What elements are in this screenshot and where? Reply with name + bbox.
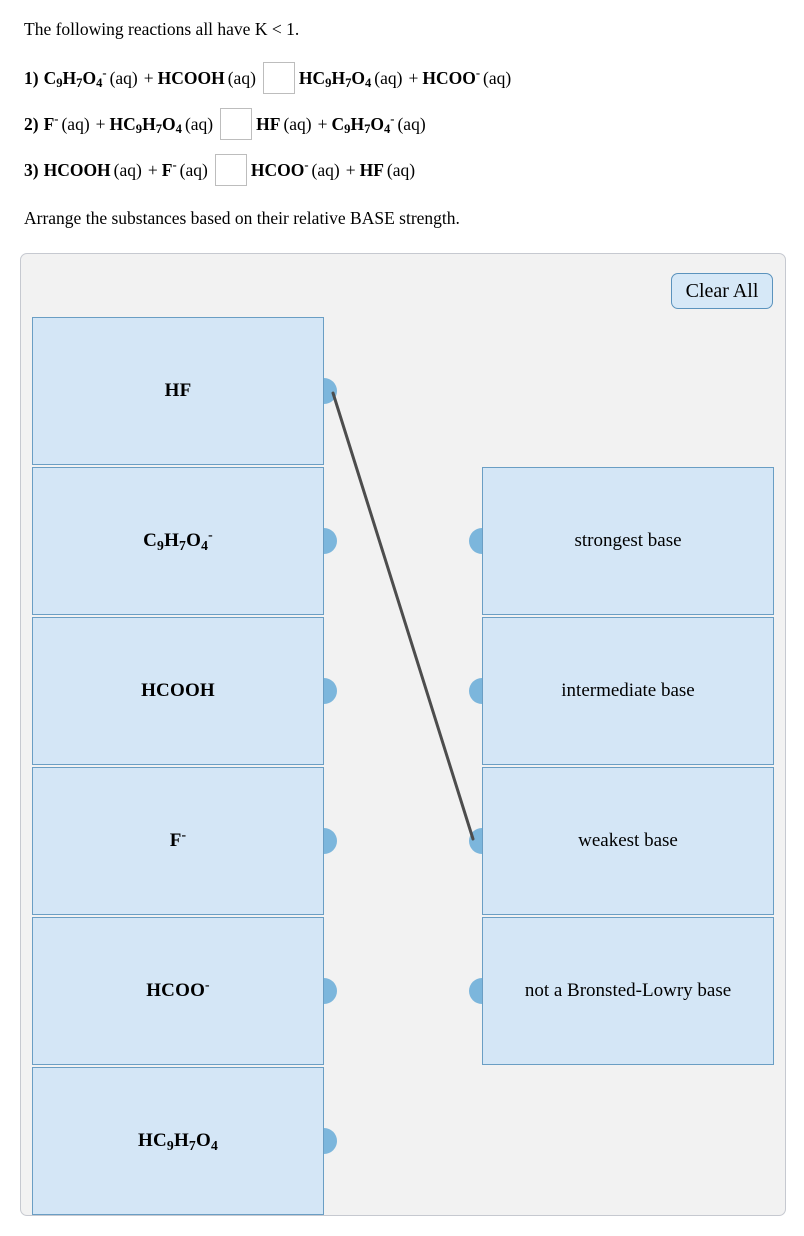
state-1b: (aq)	[227, 67, 256, 88]
state-2a: (aq)	[61, 113, 90, 134]
state-3a: (aq)	[113, 159, 142, 180]
instruction-text: Arrange the substances based on their re…	[24, 208, 460, 228]
connector-dot-intermediate-base[interactable]	[469, 678, 482, 704]
connector-dot-c9h7o4[interactable]	[324, 528, 337, 554]
reactant-2b: HC9H7O4	[109, 113, 182, 136]
substance-label-c9h7o4: C9H7O4-	[143, 527, 213, 553]
connection-line-hf-to-weakest-base	[331, 391, 475, 841]
substance-tile-hcooh[interactable]: HCOOH	[32, 617, 337, 765]
category-tile-intermediate-base[interactable]: intermediate base	[469, 617, 774, 765]
intro-text: The following reactions all have K < 1.	[24, 19, 300, 39]
state-3b: (aq)	[179, 159, 208, 180]
reaction-equation-2: 2) F- (aq) + HC9H7O4 (aq) HF (aq) + C9H7…	[24, 108, 784, 140]
reactant-2a: F-	[43, 112, 59, 134]
plus-2a: +	[95, 113, 106, 134]
reactant-3a: HCOOH	[43, 159, 111, 180]
category-label-strongest-base: strongest base	[574, 530, 682, 551]
substance-tile-c9h7o4[interactable]: C9H7O4-	[32, 467, 337, 615]
category-label-not-bronsted-lowry-base: not a Bronsted-Lowry base	[524, 980, 732, 1001]
category-tile-strongest-base[interactable]: strongest base	[469, 467, 774, 615]
product-2a: HF	[256, 113, 281, 134]
substance-tile-f[interactable]: F-	[32, 767, 337, 915]
connector-dot-hc9h7o4[interactable]	[324, 1128, 337, 1154]
product-1b: HCOO-	[422, 66, 481, 88]
connector-dot-hcooh[interactable]	[324, 678, 337, 704]
state-2d: (aq)	[397, 113, 426, 134]
category-column: strongest base intermediate base weakest…	[469, 467, 774, 1067]
clear-all-button[interactable]: Clear All	[671, 273, 773, 309]
plus-3b: +	[345, 159, 356, 180]
product-3b: HF	[359, 159, 384, 180]
connector-dot-hf[interactable]	[324, 378, 337, 404]
reactant-1b: HCOOH	[157, 67, 225, 88]
reaction-equation-3: 3) HCOOH (aq) + F- (aq) HCOO- (aq) + HF …	[24, 154, 784, 186]
plus-1a: +	[143, 67, 154, 88]
substance-tile-hcoo[interactable]: HCOO-	[32, 917, 337, 1065]
product-1a: HC9H7O4	[298, 67, 372, 90]
reactant-3b: F-	[161, 158, 177, 180]
state-2b: (aq)	[184, 113, 214, 134]
connector-dot-f[interactable]	[324, 828, 337, 854]
reaction-number-2: 2)	[24, 113, 39, 134]
category-tile-weakest-base[interactable]: weakest base	[469, 767, 774, 915]
equation-answer-box-3[interactable]	[214, 154, 247, 186]
plus-3a: +	[147, 159, 158, 180]
state-1a: (aq)	[109, 67, 138, 88]
product-3a: HCOO-	[250, 158, 309, 180]
substance-column: HF C9H7O4- HCOOH F- HCOO- HC9H7O4	[32, 317, 337, 1217]
connector-dot-hcoo[interactable]	[324, 978, 337, 1004]
state-3c: (aq)	[311, 159, 340, 180]
product-2b: C9H7O4-	[331, 112, 395, 136]
category-tile-not-bronsted-lowry-base[interactable]: not a Bronsted-Lowry base	[469, 917, 774, 1065]
reaction-number-3: 3)	[24, 159, 39, 180]
question-block: The following reactions all have K < 1. …	[24, 18, 784, 229]
reaction-equation-1: 1) C9H7O4- (aq) + HCOOH (aq) HC9H7O4 (aq…	[24, 62, 784, 94]
substance-tile-hc9h7o4[interactable]: HC9H7O4	[32, 1067, 337, 1215]
substance-label-hc9h7o4: HC9H7O4	[137, 1130, 218, 1153]
state-1d: (aq)	[483, 67, 512, 88]
reaction-number-1: 1)	[24, 67, 39, 88]
category-label-weakest-base: weakest base	[578, 830, 678, 851]
plus-2b: +	[317, 113, 328, 134]
equation-answer-box-1[interactable]	[262, 62, 295, 94]
reactant-1a: C9H7O4-	[43, 66, 107, 90]
state-3d: (aq)	[386, 159, 416, 180]
plus-1b: +	[408, 67, 419, 88]
matching-panel: Clear All HF C9H7O4- HCOOH F- HCOO- HC9H…	[20, 253, 786, 1216]
substance-label-f: F-	[169, 827, 187, 851]
substance-label-hcoo: HCOO-	[146, 977, 210, 1001]
category-label-intermediate-base: intermediate base	[561, 680, 695, 701]
connector-dot-not-bronsted-lowry-base[interactable]	[469, 978, 482, 1004]
substance-tile-hf[interactable]: HF	[32, 317, 337, 465]
equation-answer-box-2[interactable]	[220, 108, 253, 140]
state-2c: (aq)	[283, 113, 312, 134]
connector-dot-weakest-base[interactable]	[469, 828, 482, 854]
state-1c: (aq)	[374, 67, 403, 88]
connector-dot-strongest-base[interactable]	[469, 528, 482, 554]
substance-label-hcooh: HCOOH	[141, 680, 215, 701]
substance-label-hf: HF	[164, 380, 192, 401]
